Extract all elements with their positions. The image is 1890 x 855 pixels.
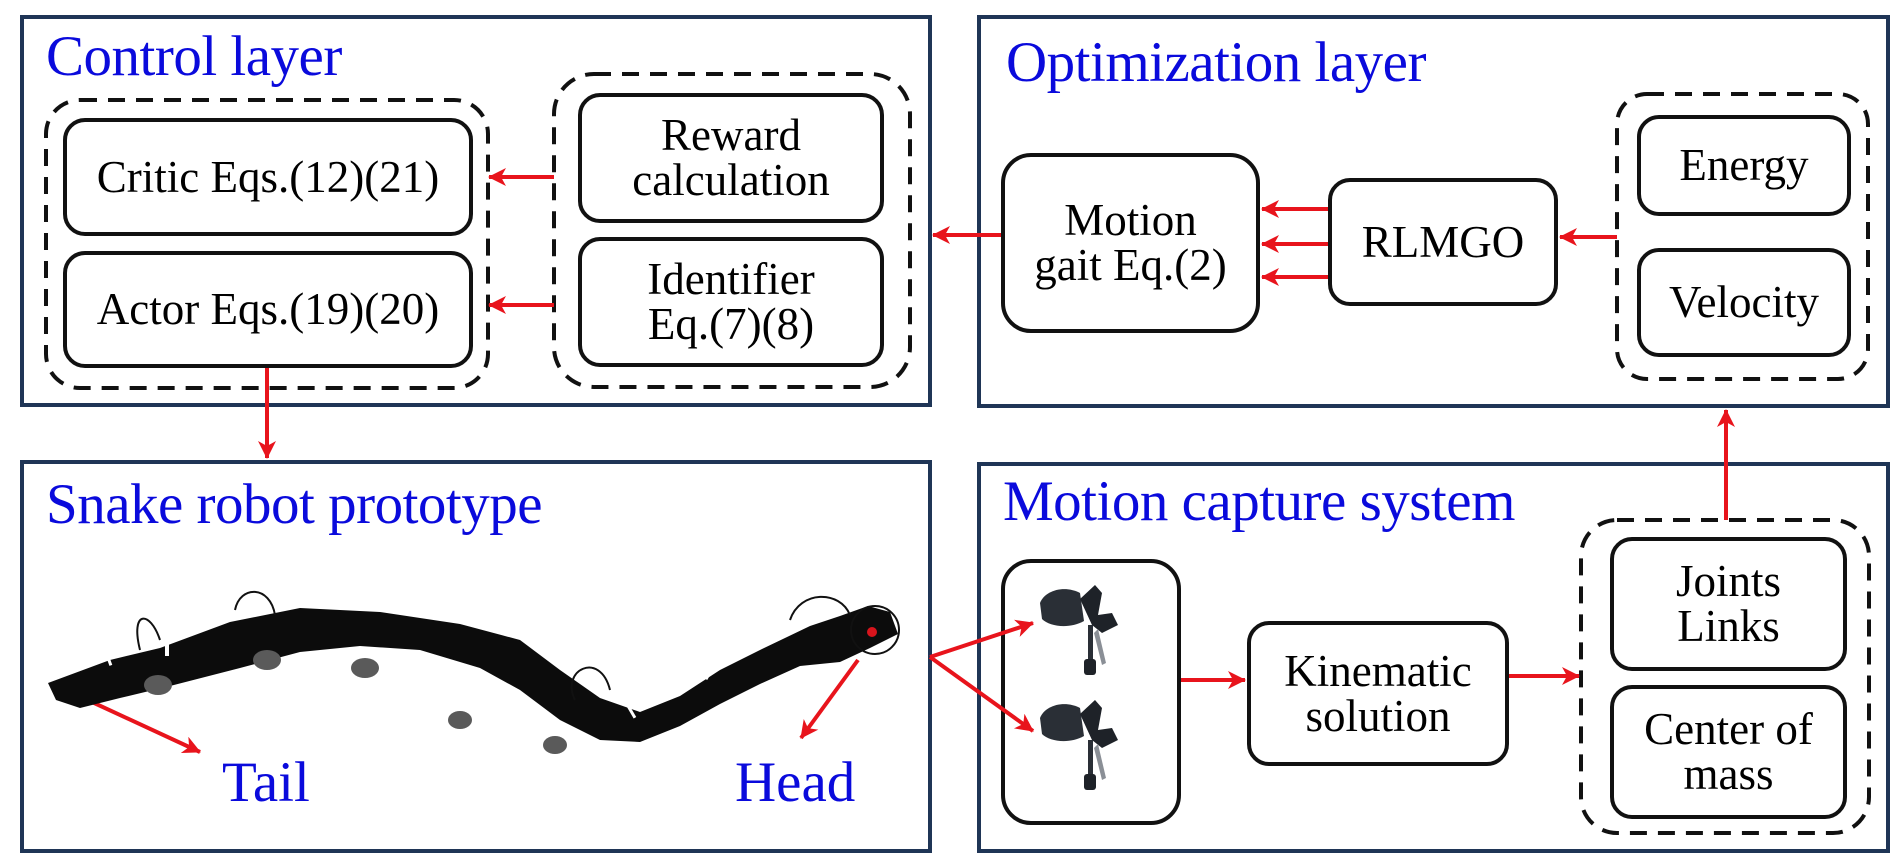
motion-gait-node: Motion gait Eq.(2) bbox=[1001, 153, 1260, 333]
joints-label: Joints bbox=[1675, 556, 1782, 606]
identifier-node: Identifier Eq.(7)(8) bbox=[578, 237, 884, 367]
optimization-layer-title: Optimization layer bbox=[1006, 31, 1426, 94]
joints-links-node: Joints Links bbox=[1610, 537, 1847, 671]
identifier-label-line2: Eq.(7)(8) bbox=[647, 299, 815, 349]
snake-robot-title: Snake robot prototype bbox=[46, 473, 543, 536]
actor-node: Actor Eqs.(19)(20) bbox=[63, 251, 473, 368]
energy-label: Energy bbox=[1679, 140, 1809, 190]
critic-label: Critic Eqs.(12)(21) bbox=[96, 151, 440, 202]
velocity-label: Velocity bbox=[1669, 277, 1819, 327]
center-of-mass-line1: Center of bbox=[1644, 704, 1813, 754]
kinematic-label-line2: solution bbox=[1305, 690, 1451, 741]
rlmgo-node: RLMGO bbox=[1328, 178, 1558, 306]
motion-capture-title: Motion capture system bbox=[1003, 470, 1515, 533]
actor-label: Actor Eqs.(19)(20) bbox=[96, 284, 440, 334]
reward-node: Reward calculation bbox=[578, 93, 884, 223]
head-label: Head bbox=[735, 751, 856, 814]
cameras-node bbox=[1001, 559, 1181, 825]
critic-node: Critic Eqs.(12)(21) bbox=[63, 118, 473, 236]
reward-label-line1: Reward bbox=[661, 110, 801, 160]
center-of-mass-line2: mass bbox=[1683, 749, 1774, 799]
links-label: Links bbox=[1677, 601, 1780, 651]
tail-label: Tail bbox=[222, 751, 310, 814]
energy-node: Energy bbox=[1637, 115, 1851, 216]
identifier-label-line1: Identifier bbox=[647, 254, 815, 304]
rlmgo-label: RLMGO bbox=[1361, 216, 1525, 267]
reward-label-line2: calculation bbox=[632, 155, 830, 205]
motion-gait-label-line1: Motion bbox=[1064, 195, 1197, 245]
velocity-node: Velocity bbox=[1637, 248, 1851, 357]
kinematic-solution-node: Kinematic solution bbox=[1247, 621, 1509, 766]
motion-gait-label-line2: gait Eq.(2) bbox=[1034, 240, 1227, 290]
center-of-mass-node: Center of mass bbox=[1610, 685, 1847, 819]
control-layer-title: Control layer bbox=[46, 25, 342, 88]
kinematic-label-line1: Kinematic bbox=[1284, 645, 1472, 696]
